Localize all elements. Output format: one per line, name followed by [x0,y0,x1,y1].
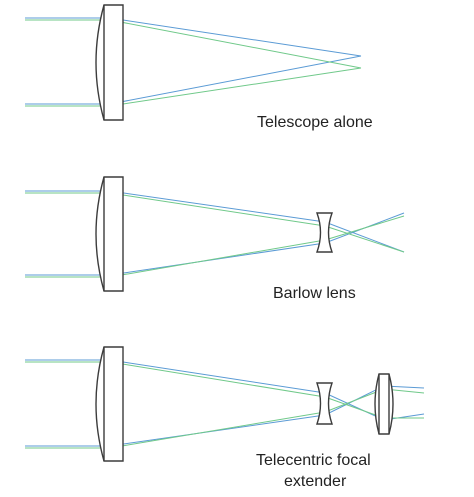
caption-barlow-lens: Barlow lens [273,285,356,302]
panel-telecentric-focal-extender: Telecentric focal extender [25,346,425,490]
caption-telecentric-line-2: extender [284,473,347,490]
positive-lens [374,373,394,435]
barlow-lens [316,212,333,253]
ray-blue-top-cross [324,392,385,421]
ray-green-bottom-out [324,215,405,241]
ray-green-top-mid [109,192,326,227]
caption-telecentric-line-1: Telecentric focal [256,452,371,469]
ray-blue-top-out [324,221,405,253]
ray-blue-bottom-out [109,55,362,105]
ray-blue-top-out [109,17,362,57]
objective-lens [95,346,124,462]
ray-green-top-out [109,19,362,69]
objective-lens [95,4,124,121]
ray-blue-top-mid [109,190,326,223]
ray-green-top-cross [324,396,385,419]
ray-green-bottom-mid [109,239,326,278]
ray-green-bottom-out [109,67,362,107]
ray-green-top-mid [109,361,326,398]
ray-green-top-out [324,225,405,253]
panel-barlow-lens: Barlow lens [25,176,405,302]
objective-lens [95,176,124,292]
panel-telescope-alone: Telescope alone [25,4,373,131]
ray-green-bottom-mid [109,411,326,449]
ray-blue-top-mid [109,359,326,394]
negative-lens [316,382,333,425]
caption-telescope-alone: Telescope alone [257,114,373,131]
ray-green-bottom-cross [324,388,385,413]
